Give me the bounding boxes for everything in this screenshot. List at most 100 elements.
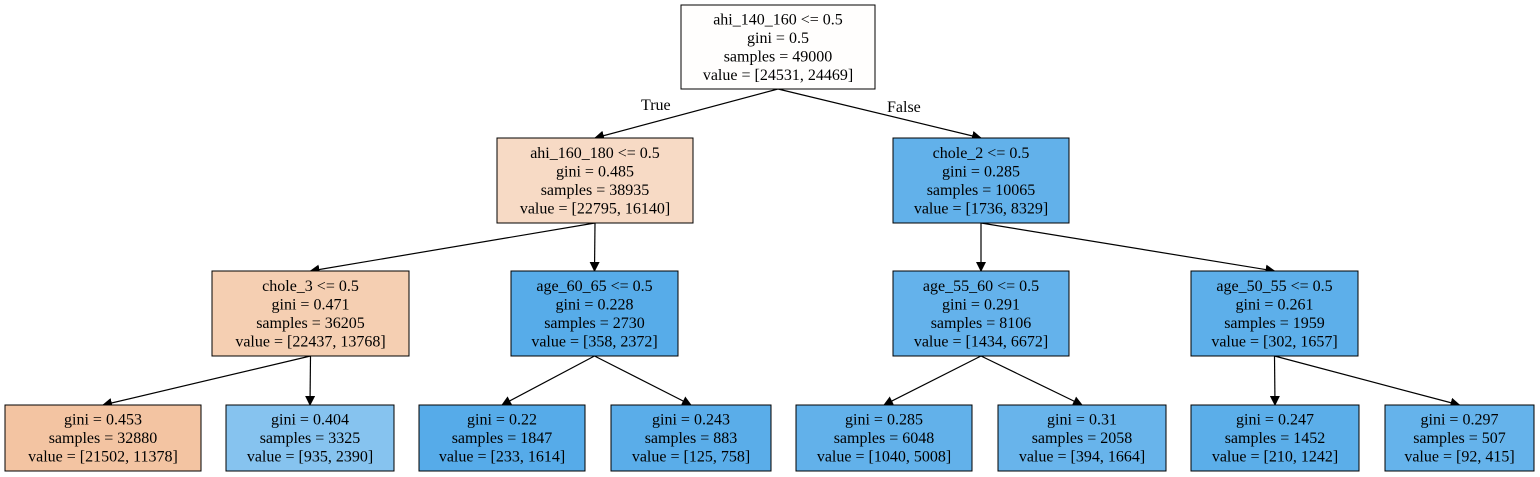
node-line: gini = 0.285 [845,412,923,429]
node-line: age_55_60 <= 0.5 [923,278,1039,295]
node-line: samples = 3325 [260,430,361,447]
edge-n0-n1 [594,88,779,141]
node-line: gini = 0.485 [556,163,634,180]
node-line: gini = 0.404 [271,412,349,429]
edge-n2-n6 [980,222,1276,275]
edge-n4-n10 [594,355,692,406]
node-line: gini = 0.228 [556,296,634,313]
node-box [892,270,1070,357]
edge-n0-n2 [777,88,982,141]
node-line: value = [92, 415] [1404,449,1514,466]
node-line: value = [22795, 16140] [520,200,670,217]
node-line: samples = 883 [645,430,738,447]
node-line: samples = 49000 [724,48,833,65]
node-line: gini = 0.291 [942,296,1020,313]
node-line: value = [1434, 6672] [914,333,1048,350]
node-line: samples = 38935 [541,182,650,199]
node-line: gini = 0.285 [942,163,1020,180]
node-line: gini = 0.471 [272,296,350,313]
node-line: chole_2 <= 0.5 [933,145,1030,162]
tree-edge-labels: True False [641,97,921,116]
edge-n3-n7 [102,355,311,408]
node-line: value = [935, 2390] [247,449,373,466]
node-box [680,4,876,90]
edge-label-false: False [887,99,921,116]
tree-edges [102,88,1461,408]
node-line: value = [302, 1657] [1211,333,1337,350]
node-box [225,404,395,472]
node-box [510,270,679,357]
edge-n5-n12 [980,355,1083,406]
node-line: gini = 0.297 [1421,412,1499,429]
node-line: value = [24531, 24469] [703,67,853,84]
edge-label-true: True [641,97,671,114]
node-line: ahi_160_180 <= 0.5 [530,145,660,162]
node-line: gini = 0.261 [1236,296,1314,313]
node-line: gini = 0.5 [747,30,809,47]
node-line: value = [125, 758] [632,449,750,466]
node-box [997,404,1167,472]
edge-n6-n14 [1274,355,1461,408]
node-box [4,404,202,472]
node-line: value = [1736, 8329] [914,200,1048,217]
node-line: samples = 6048 [834,430,935,447]
node-box [496,137,694,224]
node-line: samples = 2730 [544,315,645,332]
node-line: gini = 0.453 [64,412,142,429]
node-line: age_50_55 <= 0.5 [1216,278,1332,295]
node-line: chole_3 <= 0.5 [262,278,359,295]
node-line: gini = 0.31 [1047,412,1117,429]
edge-n1-n4 [589,222,600,272]
node-line: value = [233, 1614] [439,449,565,466]
node-line: samples = 36205 [256,315,365,332]
edge-n5-n11 [883,355,982,406]
node-line: age_60_65 <= 0.5 [536,278,652,295]
node-line: value = [1040, 5008] [817,449,951,466]
node-line: value = [394, 1664] [1019,449,1145,466]
node-line: ahi_140_160 <= 0.5 [713,11,843,28]
node-line: value = [358, 2372] [531,333,657,350]
node-line: samples = 1847 [452,430,553,447]
edge-n4-n9 [501,355,595,406]
node-line: samples = 2058 [1032,430,1133,447]
edge-n3-n8 [305,355,316,406]
node-box [1384,404,1535,472]
node-line: samples = 1959 [1224,315,1325,332]
node-line: samples = 1452 [1225,430,1326,447]
node-line: gini = 0.247 [1236,412,1314,429]
node-box [418,404,586,472]
node-line: gini = 0.243 [652,412,730,429]
edge-n6-n13 [1269,355,1280,406]
node-line: samples = 8106 [931,315,1032,332]
node-line: gini = 0.22 [467,412,537,429]
node-box [610,404,772,472]
node-box [1190,270,1359,357]
node-box [892,137,1070,224]
node-line: samples = 507 [1413,430,1506,447]
node-line: samples = 32880 [49,430,158,447]
edge-n1-n3 [309,222,596,275]
node-line: samples = 10065 [927,182,1036,199]
node-box [795,404,973,472]
node-box [211,270,410,357]
node-line: value = [210, 1242] [1212,449,1338,466]
node-line: value = [21502, 11378] [28,449,178,466]
node-line: value = [22437, 13768] [235,333,385,350]
node-box [1190,404,1360,472]
